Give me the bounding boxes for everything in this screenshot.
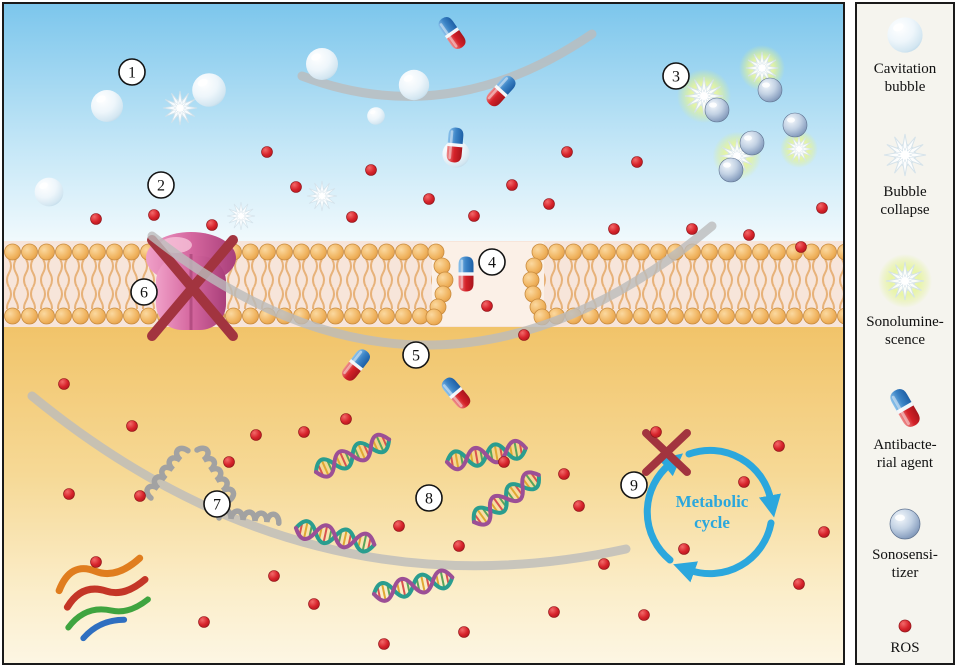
marker-6: 6 (130, 278, 158, 306)
legend-label: Sonosensi- tizer (872, 547, 938, 582)
metabolic-cycle: Metabolic cycle (642, 429, 781, 583)
svg-text:8: 8 (425, 491, 433, 508)
svg-text:4: 4 (488, 255, 496, 272)
ribbon-protein (55, 554, 151, 642)
svg-text:6: 6 (140, 285, 148, 302)
cell-membrane (4, 241, 843, 327)
legend-item-bubble-collapse: Bubble collapse (880, 131, 930, 220)
svg-text:1: 1 (128, 65, 136, 82)
svg-text:3: 3 (672, 69, 680, 86)
bubble-collapse-icon (881, 131, 929, 179)
mechanism-diagram-panel: Metabolic cycle (2, 2, 845, 665)
svg-text:7: 7 (213, 497, 221, 514)
extracellular-space (4, 4, 843, 244)
mechanism-scene: Metabolic cycle (4, 4, 843, 663)
svg-text:2: 2 (157, 178, 165, 195)
metabolic-cycle-label-line1: Metabolic (676, 492, 749, 511)
legend-item-cavitation-bubble: Cavitation bubble (873, 14, 937, 97)
legend-label: Antibacte- rial agent (873, 436, 937, 471)
ros-icon (898, 619, 912, 633)
legend-item-sonosensitizer: Sonosensi- tizer (872, 506, 938, 583)
sonosensitizer-icon (889, 508, 921, 540)
legend-label: Cavitation bubble (873, 61, 937, 96)
ultrasound-waves (27, 29, 717, 571)
legend-item-antibacterial-agent: Antibacte- rial agent (873, 384, 937, 473)
step-markers: 1 2 3 4 5 6 7 (118, 58, 690, 518)
marker-2: 2 (147, 171, 175, 199)
marker-8: 8 (415, 484, 443, 512)
metabolic-cycle-label-line2: cycle (694, 513, 730, 532)
marker-9: 9 (620, 471, 648, 499)
legend-item-sonoluminescence: Sonolumine- scence (866, 253, 944, 350)
legend-label: Sonolumine- scence (866, 314, 944, 349)
svg-text:5: 5 (412, 348, 420, 365)
marker-7: 7 (203, 490, 231, 518)
legend-label: Bubble collapse (880, 183, 930, 218)
cavitation-bubble-icon (887, 17, 923, 53)
marker-4: 4 (478, 248, 506, 276)
legend-label: ROS (890, 639, 920, 656)
membrane-pore (425, 242, 551, 326)
legend-panel: Cavitation bubble Bubble collapse Sonolu… (855, 2, 955, 665)
legend-item-ros: ROS (890, 617, 920, 657)
svg-text:9: 9 (630, 478, 638, 495)
cross-icon (642, 429, 691, 476)
marker-5: 5 (402, 341, 430, 369)
antibacterial-agent-icon (887, 385, 923, 430)
sonoluminescence-icon (877, 253, 933, 309)
cross-icon (147, 235, 238, 341)
marker-3: 3 (662, 62, 690, 90)
marker-1: 1 (118, 58, 146, 86)
